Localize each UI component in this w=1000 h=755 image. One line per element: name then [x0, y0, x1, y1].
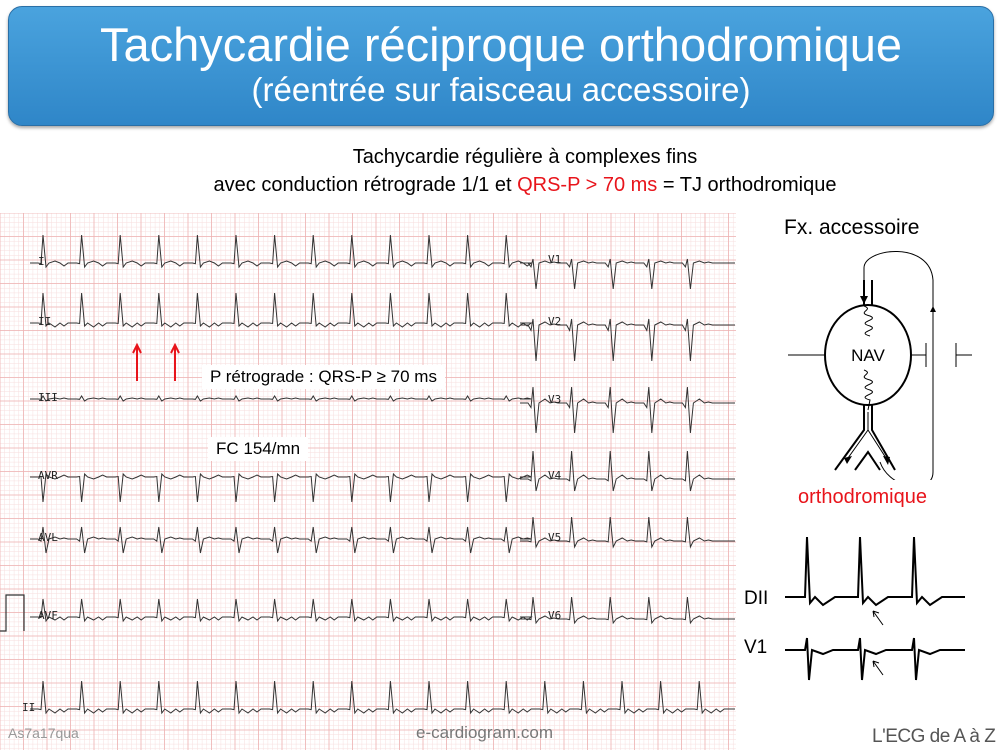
footer-brand: L'ECG de A à Z	[872, 726, 996, 747]
watermark-left: As7a17qua	[8, 725, 79, 741]
annotation-heart-rate: FC 154/mn	[208, 437, 309, 461]
lead-label-V2: V2	[548, 315, 562, 328]
ecg-tracing: I II III AVR AVL AVF V1 V2 V3 V4 V5 V6 I…	[0, 212, 736, 750]
lead-label-rhythm: II	[22, 701, 36, 714]
watermark-center: e-cardiogram.com	[416, 723, 553, 742]
ecg-trace-limb	[30, 472, 532, 503]
schematic-trace-dii	[785, 536, 965, 607]
lead-label-V5: V5	[548, 531, 562, 544]
node-label: NAV	[851, 346, 885, 365]
title-line1: Tachycardie réciproque orthodromique	[99, 18, 903, 71]
lead-label-aVL: AVL	[38, 531, 58, 544]
schematic-traces	[785, 536, 965, 681]
accessory-pathway-diagram: NAV	[788, 251, 972, 480]
lead-label-aVF: AVF	[38, 609, 58, 622]
trace-label-DII: DII	[744, 588, 769, 609]
subtitle-line2: avec conduction rétrograde 1/1 et QRS-P …	[0, 173, 1000, 197]
subtitle-text: avec conduction rétrograde 1/1 et	[213, 174, 518, 196]
ecg-trace-limb	[30, 292, 533, 328]
arrow-icon	[872, 660, 884, 676]
lead-label-V6: V6	[548, 609, 562, 622]
ecg-trace-precordial	[520, 516, 735, 549]
ecg-trace-limb	[30, 598, 533, 623]
mode-label: orthodromique	[798, 486, 927, 508]
ecg-svg	[0, 212, 736, 750]
lead-label-I: I	[38, 255, 45, 268]
title-banner: Tachycardie réciproque orthodromique (ré…	[8, 6, 994, 126]
lead-label-V1: V1	[548, 253, 562, 266]
ecg-trace-limb	[30, 395, 532, 402]
ecg-trace-rhythm	[30, 680, 735, 715]
ecg-grid-minor	[0, 212, 736, 750]
subtitle-highlight: QRS-P > 70 ms	[517, 174, 658, 196]
lead-label-V3: V3	[548, 393, 562, 406]
ecg-trace-precordial	[520, 596, 735, 625]
ecg-grid-major	[0, 212, 736, 750]
red-arrow-icon	[132, 342, 142, 381]
red-arrow-icon	[170, 342, 180, 381]
title-line2: (réentrée sur faisceau accessoire)	[251, 71, 751, 108]
ecg-trace-precordial	[520, 386, 735, 434]
ecg-trace-limb	[30, 526, 532, 554]
trace-label-V1: V1	[744, 637, 768, 658]
subtitle-text-end: = TJ orthodromique	[657, 174, 837, 196]
subtitle-line1: Tachycardie régulière à complexes fins	[352, 146, 698, 168]
ecg-trace-limb	[30, 234, 533, 269]
ecg-trace-precordial	[520, 450, 735, 492]
ecg-trace-precordial	[520, 318, 735, 362]
annotation-p-retrograde: P rétrograde : QRS-P ≥ 70 ms	[202, 365, 445, 389]
calibration-pulse	[0, 594, 25, 632]
lead-label-aVR: AVR	[38, 469, 58, 482]
lead-label-V4: V4	[548, 469, 562, 482]
arrow-icon	[872, 610, 884, 626]
schematic-trace-v1	[785, 637, 965, 681]
lead-label-III: III	[38, 391, 58, 404]
ecg-trace-precordial	[520, 258, 735, 290]
lead-label-II: II	[38, 315, 52, 328]
diagram-title: Fx. accessoire	[784, 216, 920, 239]
